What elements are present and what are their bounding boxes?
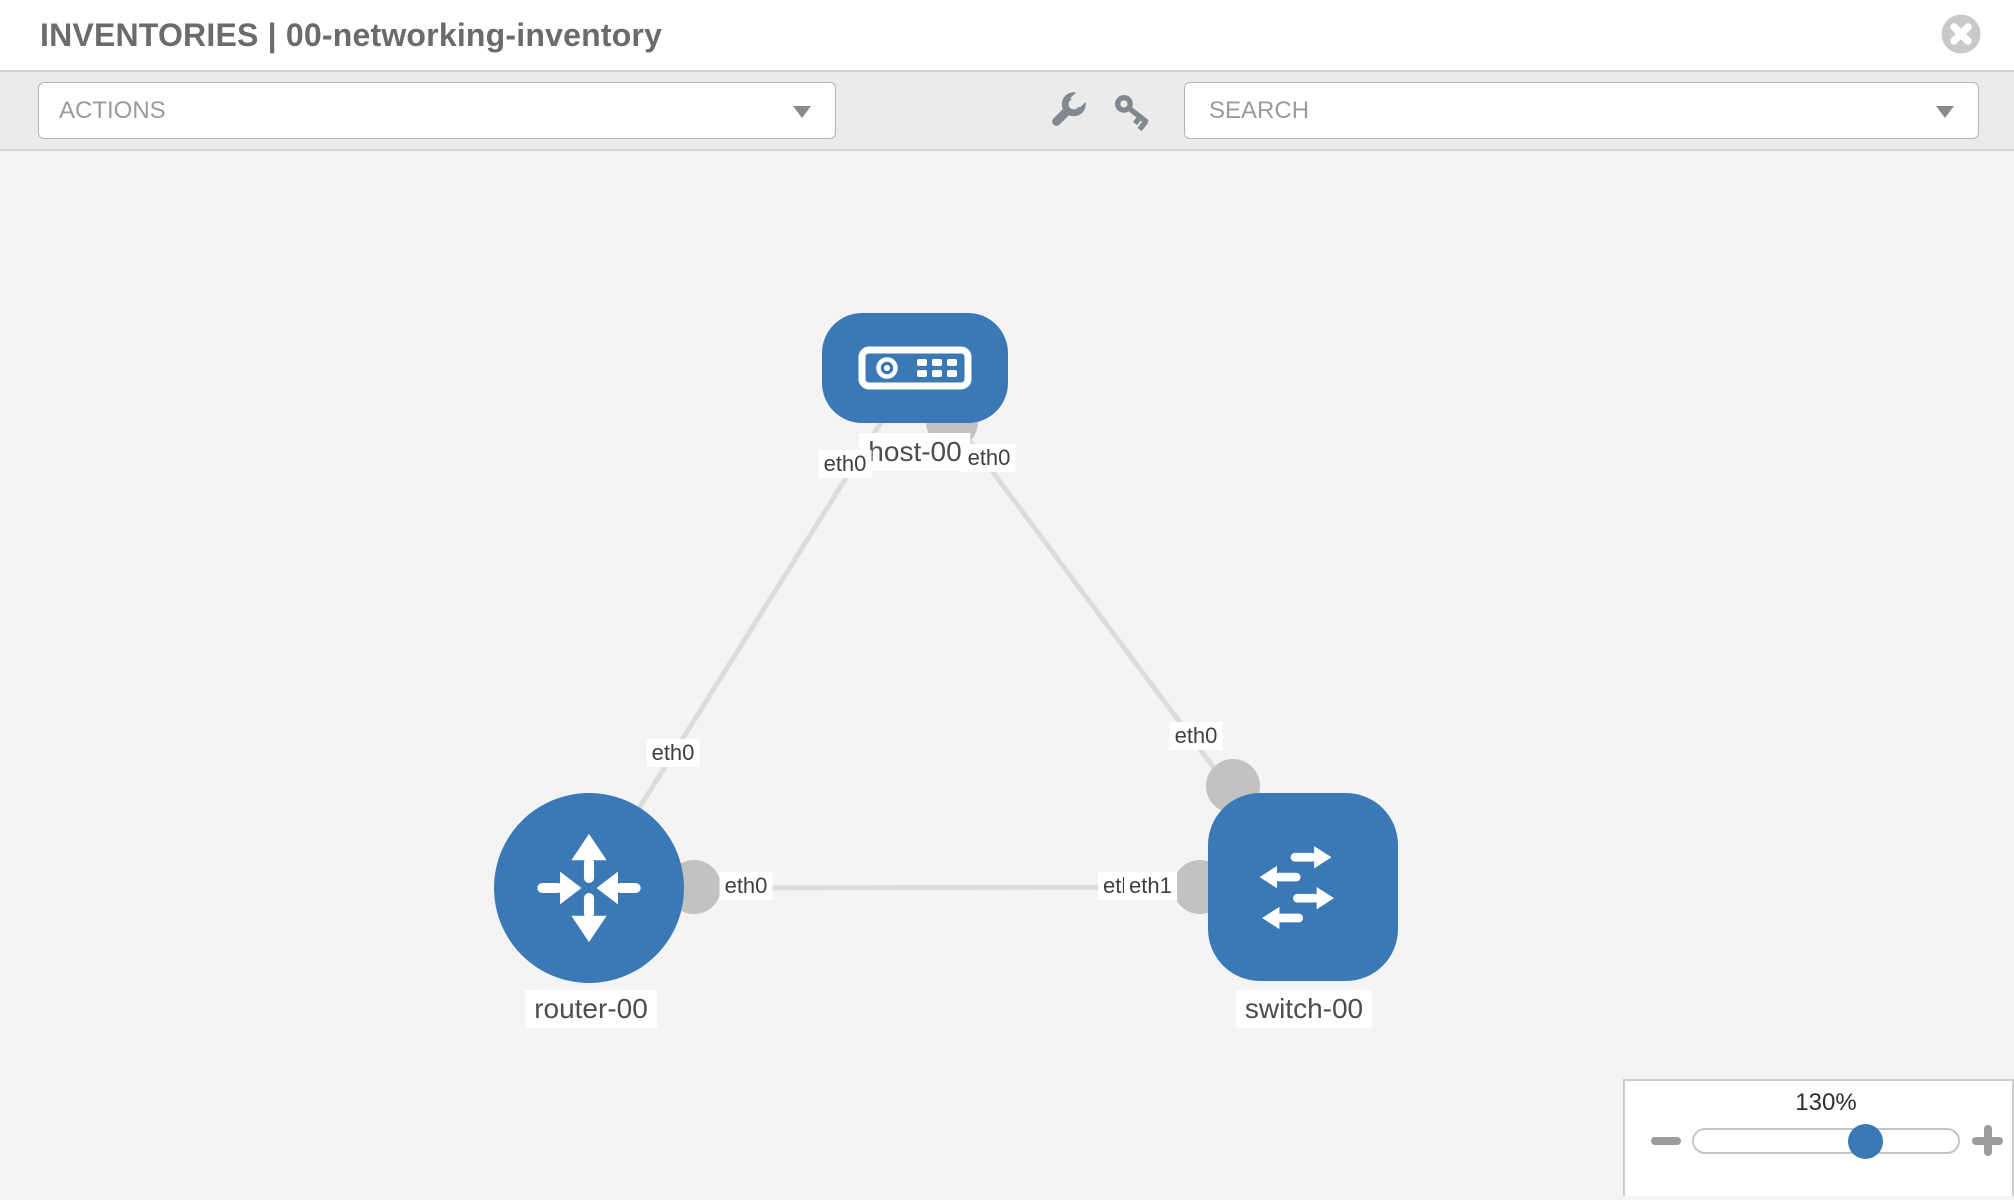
node-label-router: router-00	[525, 990, 657, 1028]
node-router-00[interactable]	[494, 793, 684, 983]
zoom-slider-handle[interactable]	[1848, 1124, 1883, 1159]
key-icon	[1115, 95, 1149, 132]
actions-dropdown-label: ACTIONS	[59, 96, 166, 124]
wrench-icon	[1052, 89, 1089, 126]
search-dropdown[interactable]: SEARCH	[1184, 82, 1979, 139]
iface-label-host-to-router: eth0	[818, 450, 872, 478]
zoom-percentage: 130%	[1795, 1089, 1857, 1116]
switch-arrows-icon	[1259, 846, 1334, 930]
breadcrumb-header: INVENTORIES | 00-networking-inventory	[0, 0, 2014, 72]
iface-label-host-to-switch: eth0	[962, 444, 1016, 472]
node-label-host: host-00	[859, 433, 971, 471]
credentials-button[interactable]	[1110, 88, 1156, 134]
close-button[interactable]	[1940, 13, 1982, 55]
close-icon	[1941, 14, 1981, 54]
chevron-down-icon	[1936, 105, 1954, 118]
node-switch-00[interactable]	[1208, 793, 1398, 981]
router-arrows-icon	[537, 833, 641, 943]
topology-canvas[interactable]: host-00 router-00 switch-00 eth0 eth0 et…	[0, 151, 2014, 1196]
actions-dropdown[interactable]: ACTIONS	[38, 82, 836, 139]
topology-edges	[586, 366, 1306, 914]
server-icon	[858, 346, 972, 390]
page-title: INVENTORIES | 00-networking-inventory	[40, 16, 663, 53]
node-label-switch: switch-00	[1235, 990, 1373, 1028]
search-dropdown-label: SEARCH	[1209, 96, 1310, 124]
iface-label-router-to-host: eth0	[646, 739, 700, 767]
iface-label-router-to-switch: eth0	[719, 872, 773, 900]
iface-label-switch-to-host: eth0	[1169, 722, 1223, 750]
minus-icon[interactable]	[1651, 1137, 1681, 1145]
zoom-slider-track[interactable]	[1692, 1128, 1960, 1154]
iface-label-switch-to-router: eth1	[1124, 872, 1177, 900]
toolbar: ACTIONS SEARCH	[0, 72, 2014, 151]
zoom-control-panel: 130%	[1623, 1079, 2014, 1196]
node-host-00[interactable]	[822, 313, 1008, 423]
plus-icon[interactable]	[1972, 1125, 2003, 1156]
chevron-down-icon	[793, 105, 811, 118]
configure-button[interactable]	[1044, 88, 1090, 134]
